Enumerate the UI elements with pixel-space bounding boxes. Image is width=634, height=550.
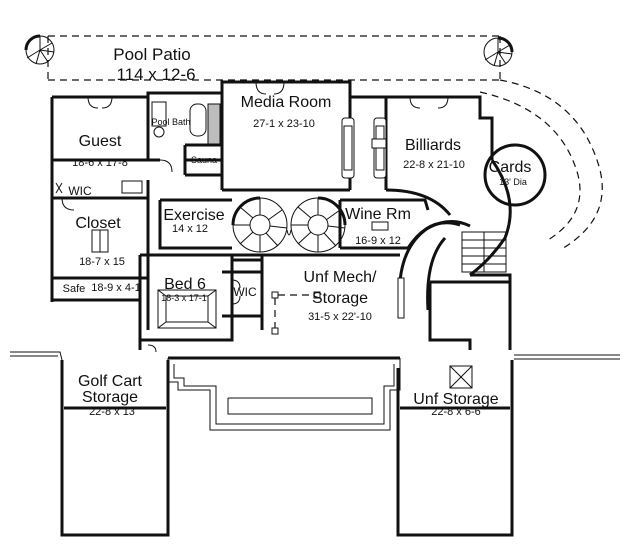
media-room-dims: 27-1 x 23-10 xyxy=(253,118,315,130)
bed6-dims: 18-3 x 17-1 xyxy=(161,293,207,303)
billiards-dims: 22-8 x 21-10 xyxy=(403,159,465,171)
closet-label: Closet xyxy=(75,215,121,232)
unf-mech-label-1: Unf Mech/ xyxy=(304,269,377,286)
right-storage-room xyxy=(428,280,510,350)
right-stair-icon xyxy=(461,231,507,273)
wine-room-label: Wine Rm xyxy=(345,206,411,223)
sauna-label: Sauna xyxy=(191,155,217,165)
wine-room-dims: 16-9 x 12 xyxy=(355,235,401,247)
closet-dims: 18-7 x 15 xyxy=(79,256,125,268)
pool-patio-dims: 114 x 12-6 xyxy=(116,65,195,84)
cards-dims: 13' Dia xyxy=(499,177,527,187)
golf-cart-label-1: Golf Cart xyxy=(78,373,143,390)
bed6-rug xyxy=(157,289,217,329)
door-swings xyxy=(61,81,449,353)
safe-dims: 18-9 x 4-1 xyxy=(91,282,141,294)
golf-cart-dims: 22-8 x 13 xyxy=(89,406,135,418)
spiral-stair-left-icon xyxy=(231,196,288,253)
grade-lines xyxy=(10,351,620,361)
front-terrace-outline xyxy=(167,356,401,431)
media-room-label: Media Room xyxy=(241,94,332,111)
wic-shelving xyxy=(55,180,143,194)
billiards-table xyxy=(371,138,387,149)
unf-mech-columns xyxy=(271,291,321,335)
safe-label: Safe xyxy=(63,283,86,295)
wine-racks xyxy=(352,221,395,257)
golf-cart-label-2: Storage xyxy=(82,389,138,406)
patio-spiral-stair-left-icon xyxy=(24,34,55,65)
pool-patio-area xyxy=(47,35,603,251)
pool-patio-label: Pool Patio xyxy=(113,45,191,64)
exercise-dims: 14 x 12 xyxy=(172,223,208,235)
cards-label: Cards xyxy=(489,159,532,176)
unf-storage-dims: 22-8 x 6-6 xyxy=(431,406,481,418)
exercise-label: Exercise xyxy=(163,207,224,224)
unf-mech-dims: 31-5 x 22'-10 xyxy=(308,311,372,323)
guest-dims: 18-6 x 17-8 xyxy=(72,157,128,169)
pool-bath-fixtures xyxy=(151,101,221,145)
billiards-label: Billiards xyxy=(405,137,461,154)
spiral-stair-right-icon xyxy=(290,196,347,253)
patio-spiral-stair-right-icon xyxy=(483,36,514,67)
wic-guest-label: WIC xyxy=(68,184,92,198)
unf-storage-label: Unf Storage xyxy=(413,391,498,408)
unf-mech-label-2: Storage xyxy=(312,290,368,307)
wic-bed-label: WIC xyxy=(233,285,257,299)
bed6-label: Bed 6 xyxy=(164,276,206,293)
interior-walls xyxy=(52,82,547,342)
pool-bath-label: Pool Bath xyxy=(151,117,190,127)
guest-label: Guest xyxy=(79,133,122,150)
stair-landing-arc xyxy=(286,229,292,236)
closet-cabinet xyxy=(91,229,109,253)
mech-unit xyxy=(397,277,473,389)
